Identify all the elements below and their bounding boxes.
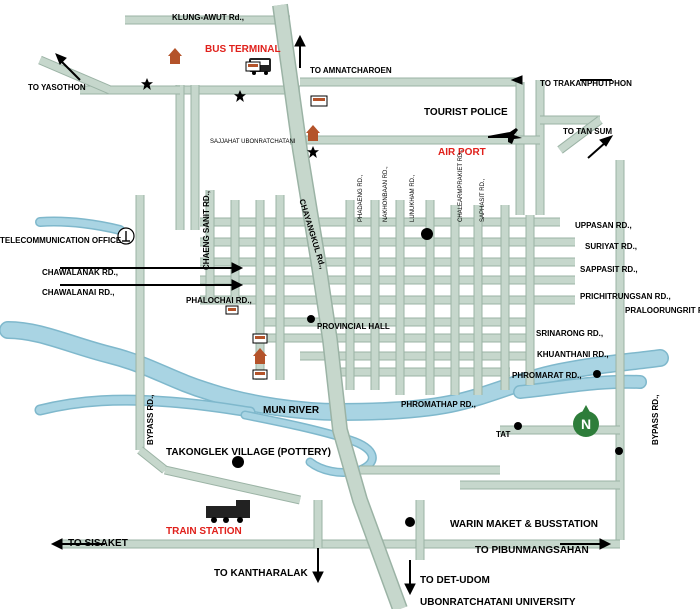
place-train-station: TRAIN STATION	[166, 526, 242, 537]
road-segment	[164, 466, 301, 504]
school-icon	[245, 61, 261, 72]
takonglek-village-dot	[232, 456, 244, 468]
road-label-chawalanai: CHAWALANAI RD.,	[42, 288, 115, 297]
place-university: UBONRATCHATANI UNIVERSITY	[420, 597, 576, 608]
place-bus-terminal: BUS TERMINAL	[205, 44, 281, 55]
school-icon	[252, 333, 268, 344]
place-telecom: TELECOMMUNICATION OFFICE	[0, 236, 122, 245]
dir-pibunmangsahan: TO PIBUNMANGSAHAN	[475, 545, 589, 556]
landmark-dots	[232, 228, 623, 527]
road-label-chawalanak: CHAWALANAK RD.,	[42, 268, 118, 277]
road-label-bypass-west: BYPASS RD.,	[146, 394, 155, 445]
temple-icon	[306, 125, 320, 141]
road-label-chalearmprakiet: CHALEARMPRAKIET RD.,	[458, 149, 464, 222]
road-segment	[137, 447, 168, 473]
dir-kantharalak: TO KANTHARALAK	[214, 568, 308, 579]
dir-amnatcharoen: TO AMNATCHAROEN	[310, 66, 392, 75]
road-label-uppasan: UPPASAN RD.,	[575, 221, 632, 230]
arrow-icon	[599, 538, 612, 550]
arrow-icon	[50, 538, 63, 550]
arrow-icon	[312, 571, 324, 584]
road-label-sappasit: SAPPASIT RD.,	[580, 265, 638, 274]
compass-letter: N	[581, 416, 591, 432]
river-branch-west-fill	[36, 396, 254, 416]
place-tat: TAT	[496, 430, 511, 439]
dir-yasothon: TO YASOTHON	[28, 83, 86, 92]
telecom-tower-icon	[117, 227, 135, 245]
stars	[141, 78, 319, 158]
school-icon	[225, 305, 239, 315]
arrow-icon	[55, 53, 67, 65]
provincial-hall-dot	[307, 315, 315, 323]
place-warin-market: WARIN MAKET & BUSSTATION	[450, 519, 598, 530]
warin-market-dot	[405, 517, 415, 527]
airplane-icon	[488, 128, 522, 144]
place-tourist-police: TOURIST POLICE	[424, 107, 508, 118]
road-label-suriyat: SURIYAT RD.,	[585, 242, 638, 251]
dir-tan-sum: TO TAN SUM	[563, 127, 613, 136]
place-sajjahat: SAJJAHAT UBONRATCHATANI	[210, 139, 296, 145]
school-icon	[310, 95, 328, 107]
direction-arrows	[50, 34, 614, 596]
star-icon	[141, 78, 153, 90]
dir-det-udom: TO DET-UDOM	[420, 575, 490, 586]
dir-trakanphutphon: TO TRAKANPHUTPHON	[540, 79, 632, 88]
star-icon	[234, 90, 246, 102]
temple-icon	[253, 348, 267, 364]
road-label-saphasit: SAPHASIT RD.,	[480, 178, 486, 222]
road-label-prichitrungsan: PRICHITRUNGSAN RD.,	[580, 292, 671, 301]
train-icon	[206, 500, 250, 523]
arrow-icon	[587, 141, 607, 159]
dir-sisaket: TO SISAKET	[68, 538, 128, 549]
arrow-icon	[510, 75, 523, 85]
arrow-icon	[59, 59, 81, 81]
arrow-icon	[404, 583, 416, 596]
road-label-khuanthani: KHUANTHANI RD.,	[537, 350, 609, 359]
arrow-icon	[294, 34, 306, 47]
arrow-icon	[599, 135, 614, 147]
temples	[168, 48, 320, 364]
place-takonglek: TAKONGLEK VILLAGE (POTTERY)	[166, 447, 331, 458]
arrow-icon	[231, 262, 244, 274]
road-label-phromarat: PHROMARAT RD.,	[512, 371, 582, 380]
place-mun-river: MUN RIVER	[263, 405, 320, 416]
river-east-fill	[514, 376, 646, 398]
road-label-nakhonbaan: NAKHONBAAN RD.,	[383, 166, 389, 222]
arrow-icon	[231, 279, 244, 291]
road-label-klung-awut: KLUNG-AWUT Rd.,	[172, 13, 244, 22]
road-label-chaeng-sanit: CHAENG SANIT RD.,	[202, 190, 211, 270]
road-label-phalochai: PHALOCHAI RD.,	[186, 296, 252, 305]
road-label-phromathap: PHROMATHAP RD.,	[401, 400, 476, 409]
north-compass-icon: N	[573, 405, 599, 437]
star-icon	[307, 146, 319, 158]
temple-icon	[168, 48, 182, 64]
road-segment	[557, 117, 603, 153]
road-label-praloorungrit: PRALOORUNGRIT RD.,	[625, 306, 700, 315]
road-layer	[38, 15, 625, 560]
canal-northwest-fill	[36, 218, 124, 234]
place-provincial-hall: PROVINCIAL HALL	[317, 322, 390, 331]
road-label-srinarong: SRINARONG RD.,	[536, 329, 604, 338]
school-icon	[252, 369, 268, 380]
hospital-dot	[593, 370, 601, 378]
district-dot	[615, 447, 623, 455]
road-label-bypass-east: BYPASS RD.,	[651, 394, 660, 445]
road-label-lunukham: LUNUKHAM RD.,	[410, 174, 416, 222]
river-loop-south-fill	[242, 412, 376, 476]
tat-dot	[514, 422, 522, 430]
place-air-port: AIR PORT	[438, 147, 486, 158]
road-label-phadaeng: PHADAENG RD.,	[358, 174, 364, 222]
tourist-police-dot	[421, 228, 433, 240]
school-icons	[225, 61, 328, 380]
main-highway	[272, 3, 408, 609]
